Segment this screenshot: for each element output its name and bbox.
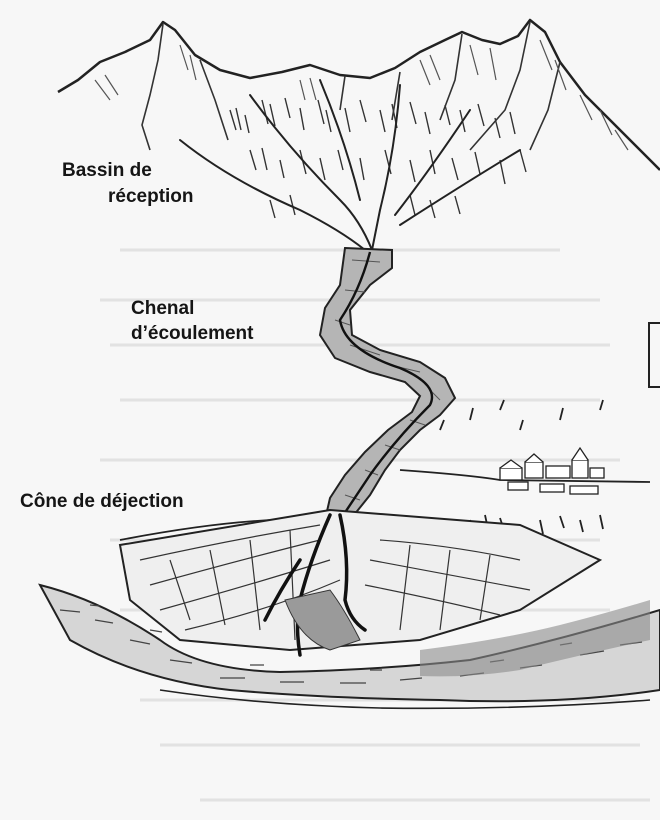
edge-bracket xyxy=(648,322,660,388)
label-bassin-de-reception-line2: réception xyxy=(108,186,194,208)
alluvial-fan xyxy=(120,510,600,650)
label-bassin-de-reception-line1: Bassin de xyxy=(62,160,152,182)
mountain-spurs xyxy=(142,22,560,150)
label-chenal-ecoulement-line2: d’écoulement xyxy=(131,323,253,345)
label-chenal-ecoulement-line1: Chenal xyxy=(131,298,194,320)
mountain-ridge xyxy=(58,20,660,170)
flow-channel xyxy=(320,248,455,520)
basin-vegetation xyxy=(230,98,526,218)
slope-hatching xyxy=(95,40,628,150)
label-cone-de-dejection: Cône de déjection xyxy=(20,491,184,513)
tributaries xyxy=(180,80,520,250)
village xyxy=(500,448,604,494)
